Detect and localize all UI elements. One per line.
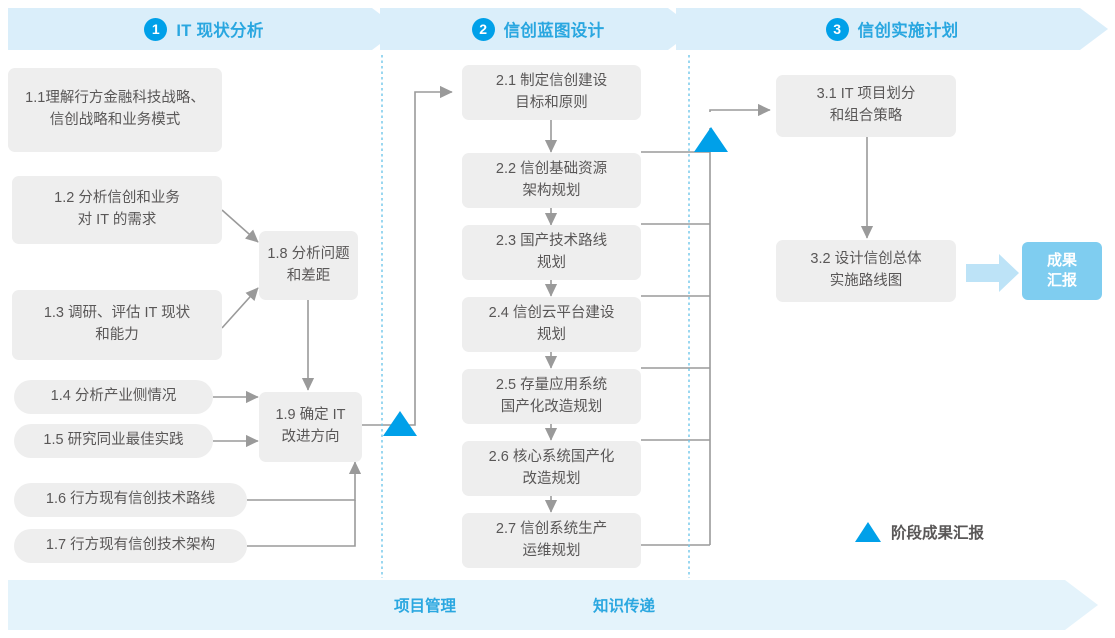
process-box-2-1[interactable]: 2.1 制定信创建设 目标和原则 (462, 65, 641, 120)
phase-header-3[interactable]: 3 信创实施计划 (676, 8, 1108, 50)
result-box[interactable]: 成果 汇报 (1022, 242, 1102, 300)
process-box-1-4[interactable]: 1.4 分析产业侧情况 (14, 380, 213, 414)
process-box-1-2[interactable]: 1.2 分析信创和业务 对 IT 的需求 (12, 176, 222, 244)
process-box-1-9[interactable]: 1.9 确定 IT 改进方向 (259, 392, 362, 462)
bottom-label-text: 知识传递 (593, 598, 656, 615)
bottom-item-project-management[interactable]: 项目管理 (394, 580, 456, 630)
phase-title-3: 信创实施计划 (857, 22, 959, 40)
process-box-1-3[interactable]: 1.3 调研、评估 IT 现状 和能力 (12, 290, 222, 360)
phase-number-2: 2 (471, 17, 495, 41)
process-box-2-5[interactable]: 2.5 存量应用系统 国产化改造规划 (462, 369, 641, 424)
process-box-2-4[interactable]: 2.4 信创云平台建设 规划 (462, 297, 641, 352)
process-box-1-8[interactable]: 1.8 分析问题 和差距 (259, 231, 358, 300)
phase-header-1[interactable]: 1 IT 现状分析 (8, 8, 400, 50)
process-box-1-7[interactable]: 1.7 行方现有信创技术架构 (14, 529, 247, 563)
phase-number-3: 3 (825, 17, 849, 41)
process-box-2-7[interactable]: 2.7 信创系统生产 运维规划 (462, 513, 641, 568)
process-box-1-6[interactable]: 1.6 行方现有信创技术路线 (14, 483, 247, 517)
phase-header-2[interactable]: 2 信创蓝图设计 (380, 8, 696, 50)
milestone-triangle-phase2 (694, 127, 728, 152)
process-box-2-6[interactable]: 2.6 核心系统国产化 改造规划 (462, 441, 641, 496)
bottom-item-knowledge-transfer[interactable]: 知识传递 (593, 580, 655, 630)
bottom-label-text: 项目管理 (394, 598, 457, 615)
phase-number-1: 1 (144, 17, 168, 41)
milestone-triangle-phase1 (383, 411, 417, 436)
process-box-3-1[interactable]: 3.1 IT 项目划分 和组合策略 (776, 75, 956, 137)
process-box-1-1[interactable]: 1.1理解行方金融科技战略、 信创战略和业务模式 (8, 68, 222, 152)
triangle-up-icon (855, 522, 881, 542)
phase-title-2: 信创蓝图设计 (503, 22, 605, 40)
process-box-2-3[interactable]: 2.3 国产技术路线 规划 (462, 225, 641, 280)
legend: 阶段成果汇报 (855, 521, 984, 543)
process-box-1-5[interactable]: 1.5 研究同业最佳实践 (14, 424, 213, 458)
process-box-2-2[interactable]: 2.2 信创基础资源 架构规划 (462, 153, 641, 208)
process-box-3-2[interactable]: 3.2 设计信创总体 实施路线图 (776, 240, 956, 302)
legend-label: 阶段成果汇报 (891, 525, 985, 542)
phase-title-1: IT 现状分析 (176, 22, 264, 40)
